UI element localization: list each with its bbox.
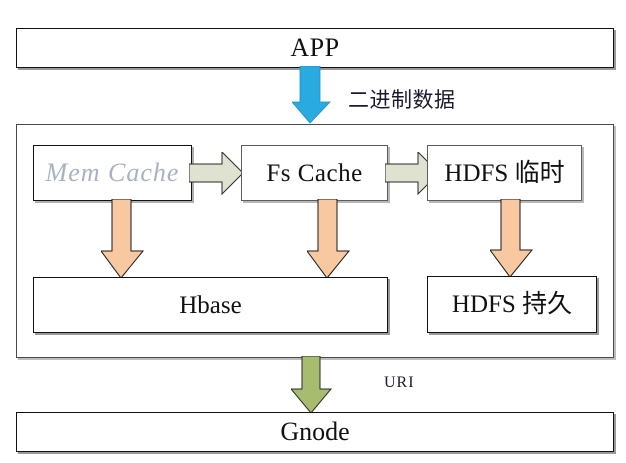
hbase-box: Hbase xyxy=(33,277,388,333)
mem-to-fs-right-arrow-icon xyxy=(188,150,244,196)
fs-cache-box: Fs Cache xyxy=(241,145,388,201)
uri-down-arrow-icon xyxy=(289,355,333,414)
gnode-box-label: Gnode xyxy=(280,417,350,446)
uri-label: URI xyxy=(384,374,415,391)
mem-to-hbase-down-arrow-icon xyxy=(100,198,145,279)
hdfs-temp-box: HDFS 临时 xyxy=(427,145,582,201)
hdfstemp-to-persist-down-arrow-icon xyxy=(489,198,534,278)
mem-cache-box: Mem Cache xyxy=(33,145,192,201)
hdfs-temp-label: HDFS 临时 xyxy=(444,159,565,187)
binary-data-label: 二进制数据 xyxy=(348,88,456,112)
app-box: APP xyxy=(16,28,614,68)
fs-to-hbase-down-arrow-icon xyxy=(306,198,351,279)
gnode-box: Gnode xyxy=(16,412,614,452)
mem-cache-label: Mem Cache xyxy=(45,158,180,187)
binary-data-down-arrow-icon xyxy=(291,65,332,124)
hdfs-persist-label: HDFS 持久 xyxy=(451,291,573,318)
hbase-label: Hbase xyxy=(179,291,242,319)
app-box-label: APP xyxy=(290,33,340,62)
hdfs-persist-box: HDFS 持久 xyxy=(427,276,597,333)
fs-cache-label: Fs Cache xyxy=(266,159,363,187)
